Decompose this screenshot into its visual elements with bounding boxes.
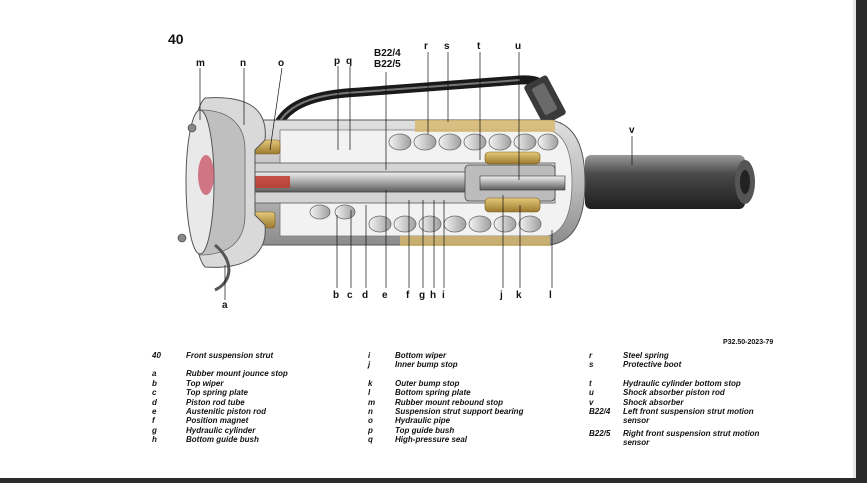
steel-spring <box>309 133 559 233</box>
callout-b22-5: B22/5 <box>374 59 401 70</box>
callout-b: b <box>333 290 339 301</box>
figure-number: 40 <box>168 31 184 47</box>
leader-lines <box>199 52 633 300</box>
callout-j: j <box>499 290 503 301</box>
callout-u: u <box>515 41 521 52</box>
callout-k: k <box>516 290 522 301</box>
callout-r: r <box>424 41 428 52</box>
motion-sensor-connector <box>524 75 566 125</box>
callout-n: n <box>240 58 246 69</box>
callout-m: m <box>196 58 205 69</box>
frame-border-bottom <box>0 478 867 483</box>
figure-reference-code: P32.50-2023-79 <box>723 339 774 346</box>
shock-absorber-piston-rod <box>479 175 566 191</box>
callout-c: c <box>347 290 353 301</box>
callout-v: v <box>629 125 635 136</box>
callout-q: q <box>346 56 352 67</box>
callout-t: t <box>477 41 481 52</box>
hydraulic-cylinder <box>200 162 566 204</box>
callout-l: l <box>549 290 552 301</box>
callout-o: o <box>278 58 284 69</box>
callout-p: p <box>334 56 340 67</box>
callout-f: f <box>406 290 410 301</box>
callout-s: s <box>444 41 450 52</box>
top-mount <box>177 97 266 292</box>
callout-d: d <box>362 290 368 301</box>
protective-boot <box>400 120 555 246</box>
frame-edge <box>853 0 856 483</box>
callout-a: a <box>222 300 228 311</box>
callout-e: e <box>382 290 388 301</box>
shock-absorber <box>585 155 755 209</box>
frame-border-right <box>856 0 867 483</box>
callout-g: g <box>419 290 425 301</box>
callout-i: i <box>442 290 445 301</box>
callout-h: h <box>430 290 436 301</box>
callout-b22-4: B22/4 <box>374 48 401 59</box>
